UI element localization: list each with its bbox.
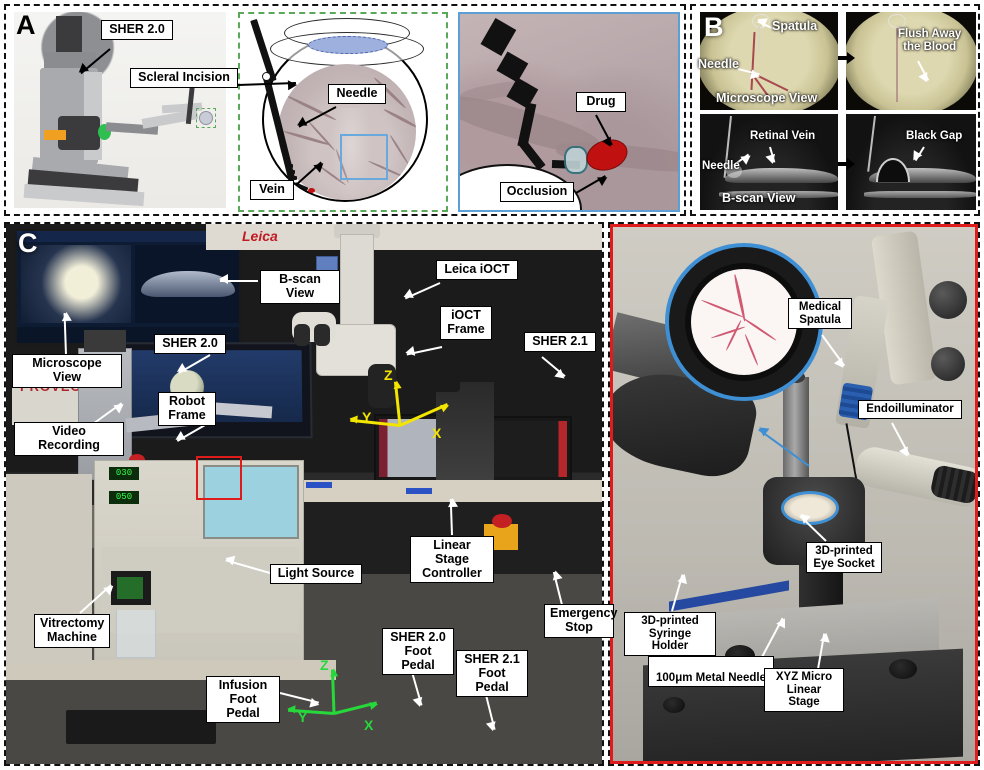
objective-lens — [368, 364, 396, 408]
panel-a: A SHER 2.0 Scleral Incision — [4, 4, 686, 216]
panel-c-closeup: Medical Spatula Endoilluminator 3D-print… — [608, 222, 980, 766]
label-endoilluminator: Endoilluminator — [858, 400, 962, 419]
label-sher-2-1-foot-pedal: SHER 2.1 Foot Pedal — [456, 650, 528, 698]
sher-2-1-head — [430, 370, 460, 392]
label-ioct-frame: iOCT Frame — [440, 306, 492, 340]
panel-b-letter: B — [704, 12, 724, 42]
endoilluminator — [852, 443, 975, 511]
label-sher-2-0-c: SHER 2.0 — [154, 334, 226, 354]
label-bscan-view-c: B-scan View — [260, 270, 340, 304]
panel-a-letter: A — [16, 10, 36, 40]
label-microscope-view-c: Microscope View — [12, 354, 122, 388]
panel-a-robot-photo — [14, 12, 226, 208]
label-medical-spatula: Medical Spatula — [788, 298, 852, 330]
robot-axis-x-label: X — [364, 717, 374, 733]
ioct-axis-x-label: X — [432, 425, 442, 441]
label-video-recording: Video Recording — [14, 422, 124, 456]
label-drug: Drug — [576, 92, 626, 112]
label-linear-stage-controller: Linear Stage Controller — [410, 536, 494, 584]
panel-c-lab-photo: PROVEO 8 Leica Leica — [6, 224, 602, 764]
stage-hole-right — [889, 659, 917, 679]
label-xyz-micro-linear-stage: XYZ Micro Linear Stage — [764, 668, 844, 712]
panel-b-bscan-before — [700, 114, 838, 210]
label-emergency-stop: Emergency Stop — [544, 604, 617, 638]
label-metal-needle: 100μm Metal Needle — [648, 656, 774, 688]
magnified-retina-inset — [665, 243, 823, 401]
vit-led-2: 050 — [109, 491, 139, 504]
magnified-retina-fundus — [691, 269, 797, 375]
pupil-region — [308, 36, 388, 54]
stage-hole-corner — [663, 697, 685, 713]
label-leica-ioct: Leica iOCT — [436, 260, 518, 280]
label-occlusion: Occlusion — [500, 182, 574, 202]
zoom-region-box — [340, 134, 388, 180]
eyepiece-right — [314, 324, 330, 346]
ioct-axis-y-label: Y — [362, 409, 372, 425]
label-syringe-holder: 3D-printed Syringe Holder — [624, 612, 716, 656]
ioct-axis-z-label: Z — [384, 367, 393, 383]
label-needle-a: Needle — [328, 84, 386, 104]
panel-b-bscan-after — [846, 114, 976, 210]
blue-tape-strip — [669, 580, 789, 612]
leica-brand-text-top: Leica — [242, 228, 278, 244]
label-infusion-foot-pedal: Infusion Foot Pedal — [206, 676, 280, 724]
eye-socket-opening — [781, 491, 839, 525]
label-sher-2-0-foot-pedal: SHER 2.0 Foot Pedal — [382, 628, 454, 676]
leica-ioct-microscope — [316, 224, 396, 394]
label-bscan-view-b: B-scan View — [722, 191, 796, 205]
sher-2-0-head — [84, 330, 126, 352]
panel-b: B Spatula Needle Microscope View Flush A… — [690, 4, 980, 216]
vit-led-1: 030 — [109, 467, 139, 480]
ioct-display-monitor — [14, 228, 242, 346]
label-vitrectomy-machine: Vitrectomy Machine — [34, 614, 110, 648]
label-sher-2-0: SHER 2.0 — [101, 20, 173, 40]
arrow-to-bscan-view-c — [220, 280, 258, 282]
label-light-source: Light Source — [270, 564, 362, 584]
adjust-knob-upper[interactable] — [929, 281, 967, 319]
eye-socket-highlight-box — [196, 456, 242, 500]
label-spatula: Spatula — [772, 19, 818, 33]
eye-diagram — [238, 12, 448, 212]
label-needle-b-bottom: Needle — [702, 160, 740, 172]
panel-b-microscope-view-before — [700, 12, 838, 110]
label-black-gap: Black Gap — [906, 130, 963, 142]
robot-axis-z-label: Z — [320, 657, 329, 673]
keyboard — [66, 710, 216, 744]
label-scleral-incision: Scleral Incision — [130, 68, 238, 88]
label-robot-frame: Robot Frame — [158, 392, 216, 426]
bench-tape-2 — [306, 482, 332, 488]
metal-needle-text: 100μm Metal Needle — [656, 671, 766, 684]
robot-axis-y-label: Y — [298, 709, 308, 725]
panel-c-letter: C — [18, 228, 38, 258]
label-vein-a: Vein — [250, 180, 294, 200]
panel-b-microscope-view-after — [846, 12, 976, 110]
label-sher-2-1: SHER 2.1 — [524, 332, 596, 352]
panel-c: PROVEO 8 Leica Leica — [4, 222, 617, 766]
label-flush-away-blood: Flush Away the Blood — [898, 28, 962, 53]
label-eye-socket: 3D-printed Eye Socket — [806, 542, 882, 574]
eyepiece-left — [294, 324, 310, 346]
cart-shelf — [6, 660, 336, 680]
label-retinal-vein: Retinal Vein — [750, 130, 816, 142]
beaker — [116, 610, 156, 658]
vitrectomy-touchscreen[interactable] — [203, 465, 299, 539]
bench-tape-3 — [406, 488, 432, 494]
label-needle-b-top: Needle — [698, 57, 739, 71]
adjust-knob-lower[interactable] — [931, 347, 965, 381]
label-microscope-view-b: Microscope View — [716, 91, 818, 105]
